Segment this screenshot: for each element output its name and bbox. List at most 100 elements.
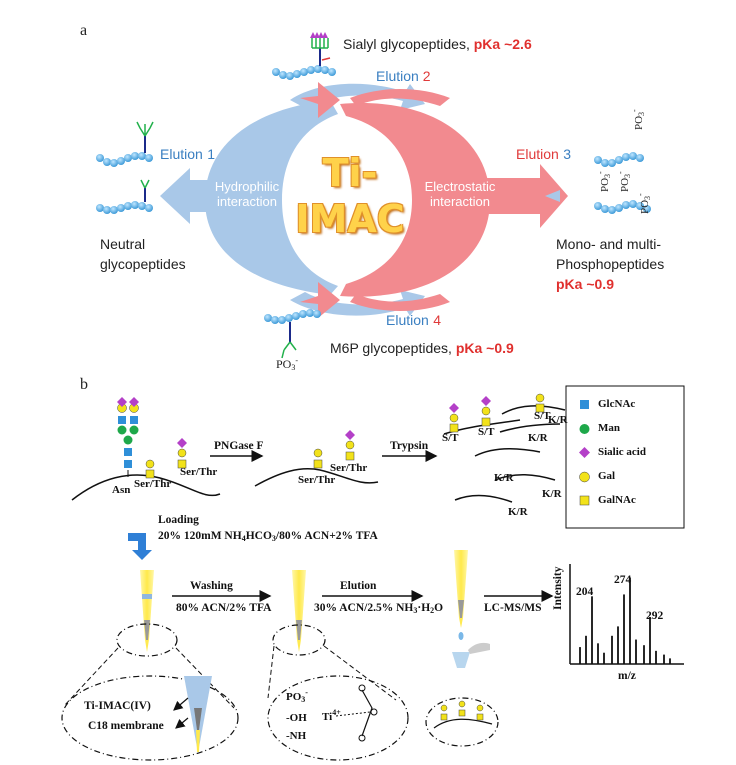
tip-3 [452,550,490,668]
tip-label-c18: C18 membrane [88,720,164,732]
zoom-ellipse-1 [116,623,178,657]
electrostatic-arrow [300,82,568,318]
po3-text: PO [276,357,292,371]
mass-spectrum [569,564,684,665]
tryptic-peptides [443,393,566,503]
electrostatic-line1: Electrostatic [424,179,496,194]
kr-label-3: K/R [494,472,514,484]
panel-a-label: a [80,22,88,39]
m6p-text: M6P glycopeptides, [330,340,456,356]
po3-sup: - [636,193,645,196]
gal-icon [476,704,484,712]
zoom-line [267,645,275,699]
po3-label: PO3- [596,171,612,192]
ti-imac-line2: IMAC [295,197,405,241]
legend-galnac: GalNAc [598,494,636,506]
sialic-acid-icon [579,447,590,458]
sialyl-glycopeptide-icon [272,32,336,80]
elution-buffer-2: ·H [417,602,431,614]
elution-word: Elution [376,68,419,84]
elution-2-label: Elution 2 [376,68,431,84]
loading-buffer: 20% 120mM NH4HCO3/80% ACN+2% TFA [158,530,378,543]
pointer-arrow [175,717,189,729]
pngase-label: PNGase F [214,440,264,452]
po3-sup: - [305,688,308,697]
peak-label-292: 292 [646,610,664,622]
kr-label-1: K/R [548,414,568,426]
st-label-2: S/T [478,426,495,438]
elution-number: 2 [422,68,431,84]
asn-label: Asn [112,484,131,496]
zoomed-membrane [194,708,202,730]
ser-thr-label-2: Ser/Thr [180,466,218,478]
loading-title: Loading [158,514,199,526]
product-ellipse [425,697,499,747]
phospho-line2: Phosphopeptides [556,256,665,272]
zoom-line [323,645,397,701]
po3-sub: 3 [637,111,646,116]
st-label-1: S/T [442,432,459,444]
galnac-icon [440,713,448,721]
product-peptide [433,718,493,729]
y-axis-label: Intensity [552,566,564,610]
elution-word: Elution [386,312,429,328]
electrostatic-line2: interaction [430,194,490,209]
panel-b-label: b [80,376,88,393]
ti-imac-title: Ti- IMAC [290,150,410,242]
po3-text: PO [633,115,645,130]
neutral-line1: Neutral [100,236,146,252]
ti-ring [361,689,373,737]
loading-arrow-icon [128,533,152,560]
elution-word: Elution [160,146,203,162]
legend-sialic-acid: Sialic acid [598,446,646,458]
sialyl-text: Sialyl glycopeptides, [343,36,474,52]
po3-label: PO3- [616,171,632,192]
po3-label: PO3- [636,193,652,214]
m6p-pka: pKa ~0.9 [455,340,514,356]
ti-label: Ti4+ [322,708,341,723]
m6p-label: M6P glycopeptides, pKa ~0.9 [330,340,514,356]
loading-buffer-2: HCO [245,530,272,542]
sub-3: 3 [271,534,276,543]
ti-ring-node [358,684,366,692]
ti-bond [335,711,371,717]
st-label-3: S/T [534,410,551,422]
ser-thr-label-3: Ser/Thr [298,474,336,486]
po3-sup: - [596,171,605,174]
po3-sub: 3 [291,363,296,372]
peptide-chain [272,65,336,80]
zoomed-tip-end [196,730,200,752]
group-nh: -NH [286,730,307,742]
sialyl-pka: pKa ~2.6 [473,36,532,52]
po3-sup: - [616,171,625,174]
kr-label-5: K/R [508,506,528,518]
po3-sub: 3 [643,195,652,200]
po3-label: PO3- [630,109,646,130]
hydrophilic-label: Hydrophilic interaction [207,179,287,209]
galnac-icon [476,713,484,721]
sub-3: 3 [413,606,418,615]
elution-buffer-1: 30% ACN/2.5% NH [314,602,414,614]
elution-number: 3 [563,146,572,162]
peak-label-274: 274 [614,574,632,586]
elution-1-label: Elution 1 [160,146,215,164]
elution-number: 1 [207,146,216,162]
phospho-pka: pKa ~0.9 [556,276,614,292]
tip-label-ti-imac: Ti-IMAC(IV) [84,700,151,712]
phosphopeptide-icon [594,152,651,214]
electrostatic-label: Electrostatic interaction [415,179,505,209]
x-axis-label: m/z [618,670,636,682]
trypsin-label: Trypsin [390,440,429,452]
peak-label-204: 204 [576,586,594,598]
ti-text: Ti [322,711,333,723]
elution-buffer-3: O [434,602,444,614]
po3-sub: 3 [603,173,612,178]
deglycosylated-peptide [254,430,379,487]
neutral-glycopeptide-icon [96,121,154,214]
interaction-detail-ellipse [267,675,409,761]
lcms-label: LC-MS/MS [484,602,542,614]
legend-glcnac: GlcNAc [598,398,636,410]
intact-glycopeptide [71,397,221,501]
galnac-icon [458,709,466,717]
